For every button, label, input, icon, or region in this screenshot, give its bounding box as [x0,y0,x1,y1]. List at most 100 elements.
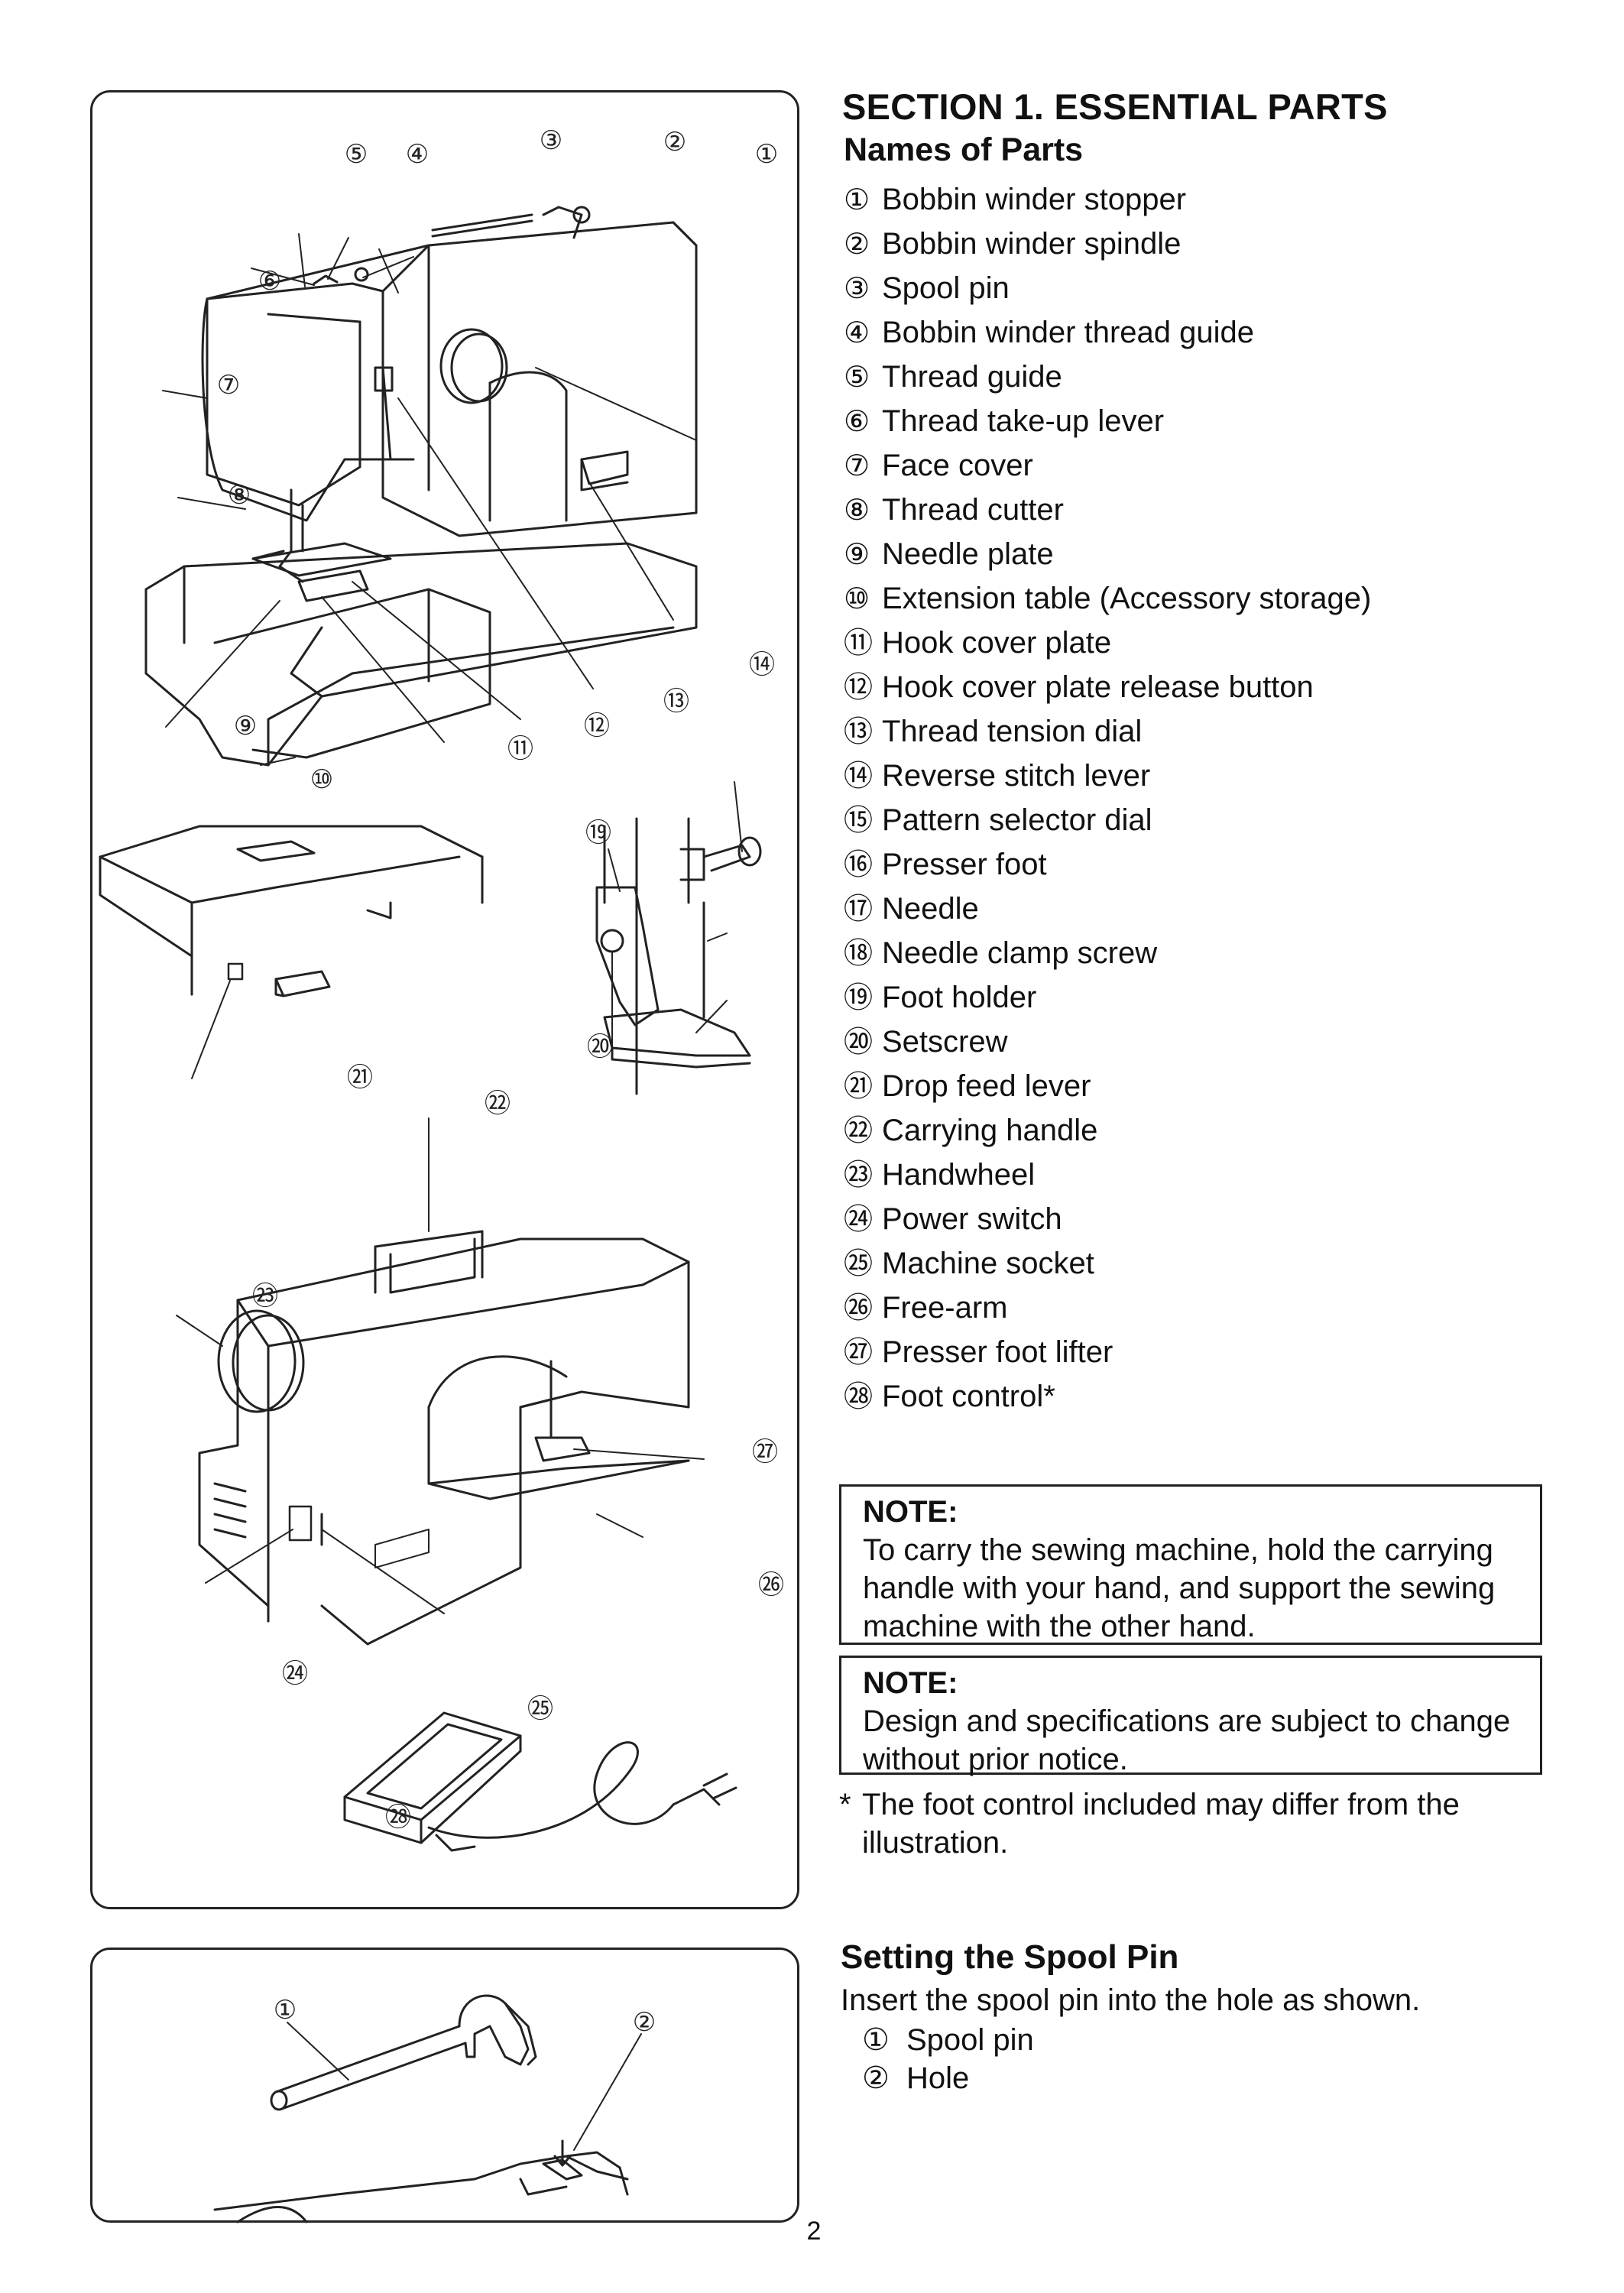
svg-text:⑦: ⑦ [217,370,240,401]
part-number: ㉖ [844,1292,874,1325]
part-number: ㉒ [844,1115,874,1147]
part-number: ⑦ [844,450,870,482]
svg-text:⑨: ⑨ [234,711,257,741]
part-label: Power switch [882,1202,1062,1236]
extension-table-drawing [99,825,484,997]
part-number: ③ [844,273,870,305]
part-number: ㉑ [844,1071,874,1103]
part-label: Pattern selector dial [882,803,1152,837]
part-label: Extension table (Accessory storage) [882,582,1372,615]
spool-leader-lines [287,2022,642,2151]
part-label: Machine socket [882,1247,1094,1280]
spool-item-number: ② [862,2061,890,2095]
list-item: ② Hole [862,2059,1034,2097]
part-number: ㉓ [844,1159,874,1192]
spool-item-label: Spool pin [906,2023,1034,2057]
list-item: ⑨ Needle plate [844,532,1371,576]
part-label: Needle clamp screw [882,936,1158,970]
spool-item-label: Hole [906,2061,970,2095]
part-label: Face cover [882,449,1033,482]
part-label: Hook cover plate [882,626,1112,660]
part-number: ⑨ [844,539,870,571]
part-label: Needle [882,892,979,926]
part-number: ⑩ [844,583,870,615]
section-title: SECTION 1. ESSENTIAL PARTS [842,86,1388,127]
names-of-parts-title: Names of Parts [844,131,1084,168]
svg-text:㉓: ㉓ [252,1281,278,1312]
part-label: Hook cover plate release button [882,670,1314,704]
svg-text:⑫: ⑫ [584,711,610,741]
svg-text:㉔: ㉔ [282,1659,308,1689]
spool-item-number: ① [862,2023,890,2057]
note-box-specifications: NOTE: Design and specifications are subj… [839,1656,1542,1776]
svg-text:㉘: ㉘ [385,1802,411,1833]
svg-text:④: ④ [406,139,429,170]
svg-text:⑩: ⑩ [310,764,333,795]
note-text: To carry the sewing machine, hold the ca… [863,1533,1496,1643]
part-label: Foot control* [882,1380,1055,1413]
spool-pin-shape [270,1994,537,2111]
svg-text:⑭: ⑭ [749,650,775,680]
list-item: ① Bobbin winder stopper [844,177,1371,222]
svg-text:㉖: ㉖ [758,1570,784,1601]
list-item: ⑩ Extension table (Accessory storage) [844,576,1371,621]
spool-pin-instruction: Insert the spool pin into the hole as sh… [841,1983,1421,2017]
part-label: Thread cutter [882,493,1064,527]
part-number: ① [844,184,870,216]
list-item: ① Spool pin [862,2021,1034,2059]
presser-foot-drawing [595,817,762,1095]
part-label: Thread tension dial [882,715,1143,748]
part-number: ⑮ [844,805,874,837]
callout-leader-lines [162,233,743,1614]
spool-pin-illustration-frame: ① ② [90,1948,799,2223]
part-number: ⑪ [844,628,874,660]
part-number: ⑭ [844,761,874,793]
part-label: Spool pin [882,271,1010,305]
part-label: Needle plate [882,537,1054,571]
spool-callout-numbers: ① ② [274,1995,656,2038]
part-number: ⑰ [844,894,874,926]
svg-text:⑳: ⑳ [587,1032,613,1062]
part-number: ㉗ [844,1337,874,1369]
svg-text:㉒: ㉒ [485,1088,511,1119]
svg-text:⑧: ⑧ [228,480,251,511]
spool-pin-list: ① Spool pin ② Hole [862,2021,1034,2097]
spool-pin-drawing: ① ② [213,1994,656,2223]
svg-text:⑲: ⑲ [585,818,611,848]
part-number: ⑧ [844,495,870,527]
part-number: ④ [844,317,870,349]
part-number: ㉘ [844,1381,874,1413]
list-item: ③ Spool pin [844,266,1371,310]
part-label: Drop feed lever [882,1069,1091,1103]
svg-text:⑥: ⑥ [258,266,281,297]
part-number: ⑯ [844,849,874,881]
note-box-carrying: NOTE: To carry the sewing machine, hold … [839,1484,1542,1645]
svg-text:⑪: ⑪ [507,734,533,764]
part-label: Reverse stitch lever [882,759,1151,793]
note-heading: NOTE: [863,1495,958,1529]
part-label: Bobbin winder stopper [882,183,1187,216]
note-text: Design and specifications are subject to… [863,1704,1511,1776]
part-label: Presser foot [882,848,1047,881]
part-number: ⑲ [844,982,874,1014]
part-label: Bobbin winder spindle [882,227,1182,261]
part-number: ⑥ [844,406,870,438]
svg-text:㉕: ㉕ [527,1694,553,1724]
sewing-machine-illustrations: ⑤ ④ ③ ② ① ⑥ ⑦ ⑧ ⑮ ⑭ ⑬ ⑫ ⑨ ⑪ ⑩ ⑱ ⑲ ⑰ ⑯ ⑳ … [99,125,784,1852]
